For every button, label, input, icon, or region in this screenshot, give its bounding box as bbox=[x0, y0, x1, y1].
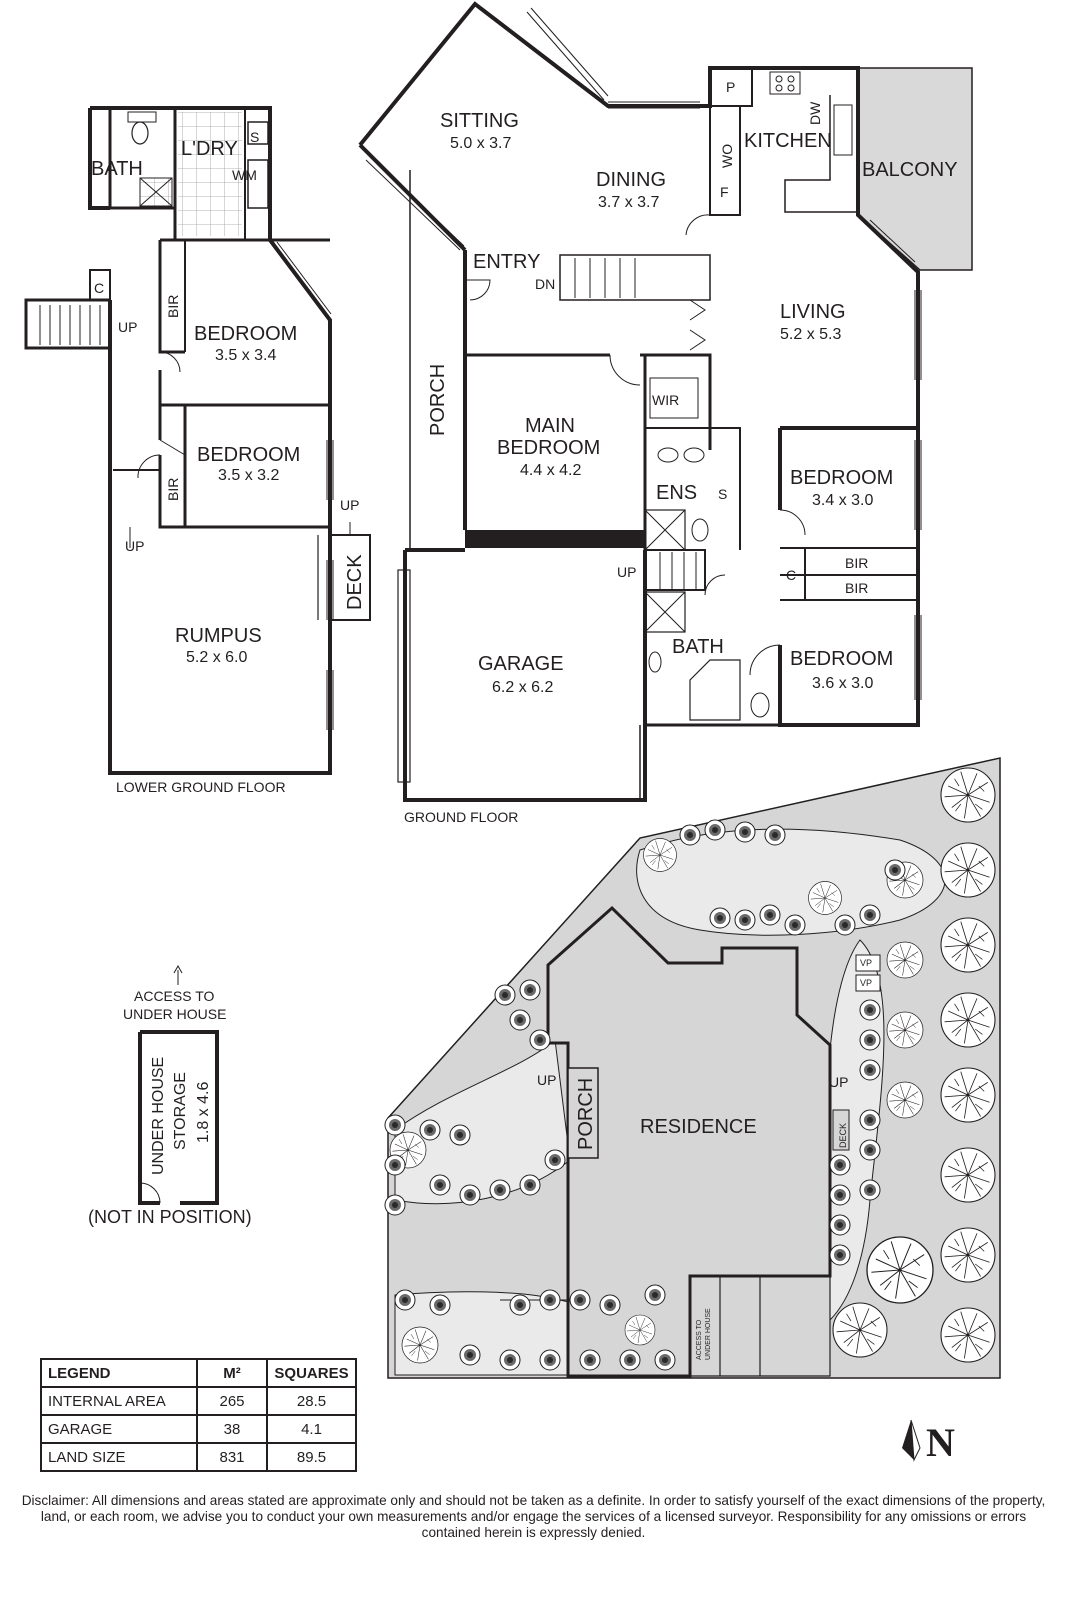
legend-cell: 89.5 bbox=[266, 1442, 357, 1472]
lower-stairs bbox=[39, 305, 101, 345]
legend-cell: 4.1 bbox=[266, 1414, 357, 1444]
porch-label: PORCH bbox=[575, 1078, 597, 1150]
stair-label: DN bbox=[535, 276, 555, 292]
room-label: MAIN bbox=[525, 415, 575, 437]
storage-label: STORAGE bbox=[172, 1072, 189, 1150]
residence-label: RESIDENCE bbox=[640, 1116, 757, 1138]
room-label: BATH bbox=[672, 636, 724, 658]
under-house-storage: ACCESS TO UNDER HOUSE UNDER HOUSE STORAG… bbox=[88, 964, 252, 1227]
access-label: ACCESS TO bbox=[134, 988, 215, 1004]
room-label: GARAGE bbox=[478, 653, 564, 675]
north-label: N bbox=[926, 1420, 955, 1465]
stair-label: UP bbox=[537, 1072, 556, 1088]
ground-floor-plan bbox=[358, 1, 973, 802]
room-size: 5.2 x 5.3 bbox=[780, 326, 841, 343]
room-label: ENTRY bbox=[473, 251, 540, 273]
disclaimer-text: Disclaimer: All dimensions and areas sta… bbox=[21, 1493, 1046, 1540]
access-label: UNDER HOUSE bbox=[705, 1308, 712, 1360]
legend-cell: 265 bbox=[196, 1386, 268, 1416]
legend-header-row: LEGEND M² SQUARES bbox=[40, 1358, 357, 1388]
legend-table: LEGEND M² SQUARES INTERNAL AREA 265 28.5… bbox=[40, 1358, 357, 1472]
legend-cell: GARAGE bbox=[40, 1414, 198, 1444]
room-label: PORCH bbox=[427, 364, 449, 436]
stair-label: UP bbox=[617, 564, 636, 580]
legend-header: LEGEND bbox=[40, 1358, 198, 1388]
room-label: WM bbox=[232, 167, 257, 183]
room-label: BEDROOM bbox=[790, 648, 893, 670]
storage-size: 1.8 x 4.6 bbox=[195, 1082, 212, 1143]
stair-label: UP bbox=[829, 1074, 848, 1090]
room-label: BIR bbox=[165, 295, 181, 318]
north-arrow: N bbox=[902, 1419, 955, 1465]
room-label: P bbox=[726, 79, 735, 95]
room-label: BEDROOM bbox=[790, 467, 893, 489]
floor-title: GROUND FLOOR bbox=[404, 809, 518, 825]
legend-cell: LAND SIZE bbox=[40, 1442, 198, 1472]
table-row: LAND SIZE 831 89.5 bbox=[40, 1442, 357, 1472]
lower-ground-floor-plan bbox=[24, 106, 371, 775]
stair-label: UP bbox=[125, 538, 144, 554]
legend-cell: INTERNAL AREA bbox=[40, 1386, 198, 1416]
legend-cell: 831 bbox=[196, 1442, 268, 1472]
storage-label: UNDER HOUSE bbox=[150, 1057, 167, 1175]
stair-label: UP bbox=[118, 319, 137, 335]
room-size: 5.0 x 3.7 bbox=[450, 135, 511, 152]
room-label: WO bbox=[719, 144, 735, 168]
vp-label: VP bbox=[860, 958, 872, 968]
access-label: UNDER HOUSE bbox=[123, 1006, 226, 1022]
room-label: BALCONY bbox=[862, 159, 958, 181]
ground-floor-labels: SITTING 5.0 x 3.7 DINING 3.7 x 3.7 P KIT… bbox=[404, 79, 958, 825]
room-label: KITCHEN bbox=[744, 130, 832, 152]
room-label: BEDROOM bbox=[197, 444, 300, 466]
access-label: ACCESS TO bbox=[696, 1319, 703, 1360]
room-label: BEDROOM bbox=[194, 323, 297, 345]
room-label: F bbox=[720, 184, 729, 200]
room-size: 3.5 x 3.4 bbox=[215, 347, 276, 364]
room-size: 3.5 x 3.2 bbox=[218, 467, 279, 484]
room-label: L'DRY bbox=[181, 138, 238, 160]
deck-label: DECK bbox=[838, 1123, 848, 1148]
room-size: 6.2 x 6.2 bbox=[492, 679, 553, 696]
lower-ground-labels: BATH L'DRY S WM C UP BIR BEDROOM 3.5 x 3… bbox=[91, 129, 366, 795]
stair-label: UP bbox=[340, 497, 359, 513]
legend-cell: 28.5 bbox=[266, 1386, 357, 1416]
room-label: BIR bbox=[845, 555, 868, 571]
room-label: BIR bbox=[165, 478, 181, 501]
room-label: C bbox=[94, 280, 104, 296]
legend-cell: 38 bbox=[196, 1414, 268, 1444]
room-label: DINING bbox=[596, 169, 666, 191]
room-label: C bbox=[786, 567, 796, 583]
room-size: 5.2 x 6.0 bbox=[186, 649, 247, 666]
storage-note: (NOT IN POSITION) bbox=[88, 1207, 252, 1227]
floor-title: LOWER GROUND FLOOR bbox=[116, 779, 286, 795]
room-size: 3.4 x 3.0 bbox=[812, 492, 873, 509]
room-size: 3.6 x 3.0 bbox=[812, 675, 873, 692]
room-label: ENS bbox=[656, 482, 697, 504]
room-label: S bbox=[250, 129, 259, 145]
room-label: WIR bbox=[652, 392, 679, 408]
room-label: SITTING bbox=[440, 110, 519, 132]
room-label: DECK bbox=[344, 554, 366, 610]
vp-label: VP bbox=[860, 978, 872, 988]
room-size: 3.7 x 3.7 bbox=[598, 194, 659, 211]
room-size: 4.4 x 4.2 bbox=[520, 462, 581, 479]
legend-header: M² bbox=[196, 1358, 268, 1388]
legend-header: SQUARES bbox=[266, 1358, 357, 1388]
room-label: RUMPUS bbox=[175, 625, 262, 647]
table-row: INTERNAL AREA 265 28.5 bbox=[40, 1386, 357, 1416]
room-label: BIR bbox=[845, 580, 868, 596]
room-label: S bbox=[718, 486, 727, 502]
room-label: DW bbox=[807, 101, 823, 125]
room-label: BEDROOM bbox=[497, 437, 600, 459]
site-plan: RESIDENCE PORCH UP UP DECK VP VP ACCESS … bbox=[384, 757, 1001, 1379]
room-label: BATH bbox=[91, 158, 143, 180]
room-label: LIVING bbox=[780, 301, 846, 323]
table-row: GARAGE 38 4.1 bbox=[40, 1414, 357, 1444]
